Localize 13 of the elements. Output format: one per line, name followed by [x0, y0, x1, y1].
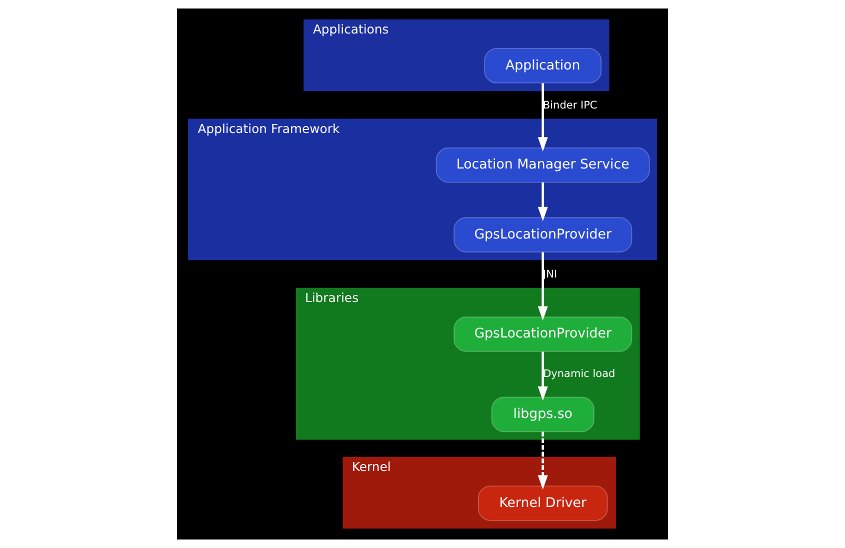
node-box: GpsLocationProvider	[454, 217, 632, 252]
node-box: Location Manager Service	[436, 147, 650, 183]
node-box: GpsLocationProvider	[454, 316, 632, 352]
arrow	[538, 83, 548, 152]
edge-label: Dynamic load	[543, 368, 616, 380]
node-box: Kernel Driver	[478, 486, 608, 521]
arrow	[538, 352, 548, 401]
node-box: Application	[484, 48, 602, 84]
arrow	[538, 432, 548, 490]
arrow	[538, 252, 548, 321]
node-box: libgps.so	[491, 396, 594, 432]
arrow	[538, 182, 548, 222]
edge-label: Binder IPC	[542, 100, 598, 112]
